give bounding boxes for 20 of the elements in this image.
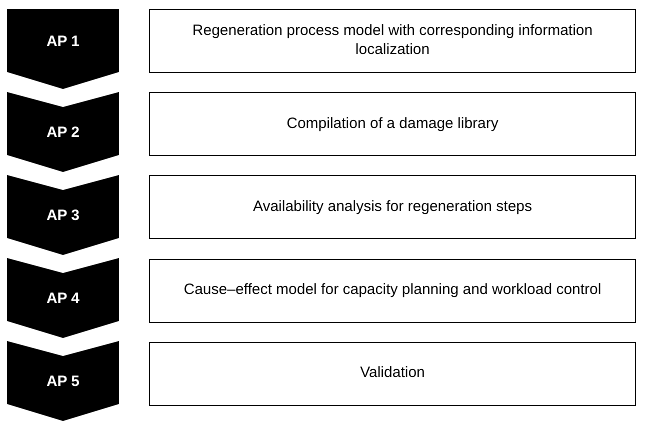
task-text: Regeneration process model with corresponding information localization [191, 22, 594, 60]
chevron-step [7, 92, 119, 172]
task-box [149, 92, 636, 156]
step-label: AP 2 [45, 124, 81, 141]
task-text: Validation [360, 364, 425, 384]
task-box [149, 175, 636, 240]
step-label: AP 1 [45, 33, 81, 50]
task-text: Availability analysis for regeneration steps [252, 198, 532, 217]
chevron-step [7, 258, 119, 338]
task-text: Compilation of a damage library [286, 114, 498, 134]
chevron-step [7, 341, 119, 421]
step-label: AP 5 [45, 373, 81, 390]
task-box [149, 9, 636, 73]
step-label: AP 3 [45, 207, 81, 224]
task-text: Cause–effect model for capacity planning and workload control [184, 281, 602, 300]
task-box [149, 258, 636, 323]
step-label: AP 4 [45, 290, 81, 307]
task-box [149, 342, 636, 406]
chevron-step [7, 175, 119, 255]
chevron-step [7, 9, 119, 89]
